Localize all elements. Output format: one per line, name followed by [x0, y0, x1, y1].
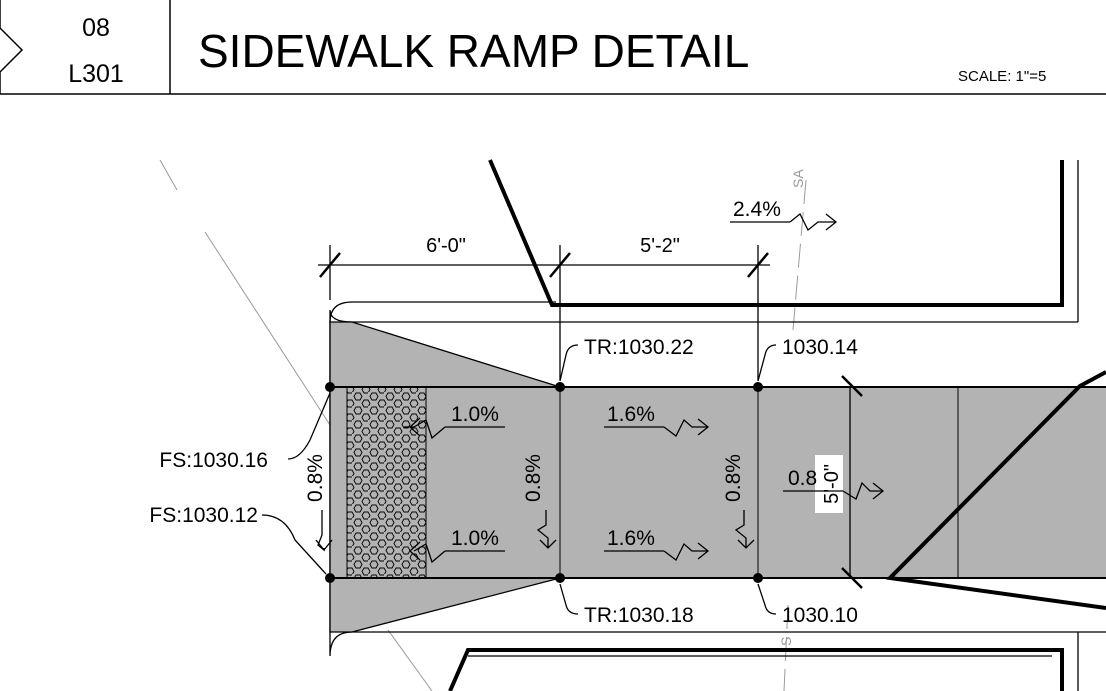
concrete-area [329, 321, 1106, 633]
slope-cross-mid: 0.8% [522, 454, 545, 502]
sa-annotation-lower: S [778, 637, 794, 646]
elevation-tr-lower: TR:1030.18 [584, 604, 694, 627]
sheet-tag-border [0, 0, 24, 94]
sa-centerline-upper [792, 179, 807, 331]
lower-flare [329, 577, 561, 633]
slope-cross-left: 0.8% [304, 454, 327, 502]
slope-cross-right: 0.8% [722, 454, 745, 502]
page-title: SIDEWALK RAMP DETAIL [198, 25, 749, 77]
slope-right-partial: 0.8 [788, 467, 817, 490]
curb-top-edge [329, 301, 556, 323]
slope-landing-upper: 1.0% [451, 403, 499, 426]
reference-diagonal-2 [204, 231, 331, 426]
slope-arrows [315, 212, 885, 564]
scale-label: SCALE: 1"=5 [958, 68, 1046, 85]
title-block: 08 L301 SIDEWALK RAMP DETAIL SCALE: 1"=5 [0, 0, 1106, 95]
elevation-tr-upper: TR:1030.22 [584, 336, 694, 359]
ramp-band [330, 387, 1106, 578]
right-ramp-diagonal [885, 370, 1106, 610]
slope-ramp-upper: 1.6% [607, 403, 655, 426]
slope-top: 2.4% [733, 198, 781, 221]
reference-diagonal-3 [387, 629, 433, 691]
sheet-code: L301 [68, 60, 124, 88]
slope-landing-lower: 1.0% [451, 527, 499, 550]
slope-ramp-lower: 1.6% [607, 527, 655, 550]
elevation-points [325, 382, 763, 583]
dimension-top-right: 5'-2" [640, 235, 680, 257]
elevation-leaders [261, 344, 777, 615]
sheet-number: 08 [82, 14, 110, 42]
detectable-warning [346, 386, 427, 579]
lower-building-edge [448, 648, 1064, 691]
dimension-width: 5'-0" [821, 464, 843, 504]
point-fs-lower [325, 573, 335, 583]
point-el-upper [753, 382, 763, 392]
dimension-top-left: 6'-0" [426, 235, 466, 257]
elevation-el-lower: 1030.10 [782, 604, 858, 627]
upper-building-edge [488, 159, 1064, 307]
point-fs-upper [325, 382, 335, 392]
reference-lines [159, 159, 807, 691]
point-el-lower [753, 573, 763, 583]
sa-annotation-upper: SA [790, 169, 806, 188]
reference-diagonal-1 [159, 159, 178, 191]
dimension-lines [318, 245, 863, 589]
upper-flare [329, 321, 561, 388]
dimension-width-bg [815, 455, 843, 513]
elevation-el-upper: 1030.14 [782, 336, 858, 359]
elevation-fs-lower: FS:1030.12 [149, 504, 258, 527]
heavy-edges [448, 159, 1106, 691]
elevation-fs-upper: FS:1030.16 [159, 449, 268, 472]
point-tr-upper [555, 382, 565, 392]
point-tr-lower [555, 573, 565, 583]
